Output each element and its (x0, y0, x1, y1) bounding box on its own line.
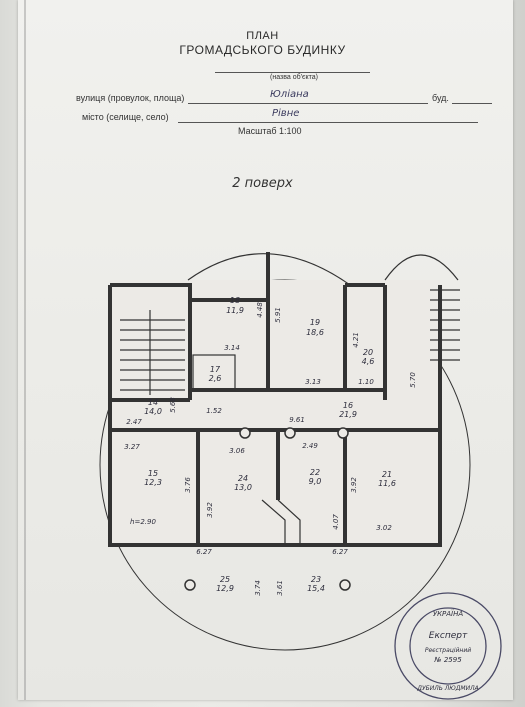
dim: 3.92 (206, 502, 214, 518)
dim: 3.06 (229, 447, 245, 455)
object-name-line (215, 72, 370, 73)
dim: 3.27 (124, 443, 140, 451)
dim: 3.92 (350, 477, 358, 493)
room-17-number: 17 (210, 365, 221, 374)
room-15-area: 12,3 (144, 478, 162, 487)
room-15-number: 15 (148, 469, 158, 478)
room-16-area: 21,9 (339, 410, 357, 419)
wall-left-top (110, 283, 192, 400)
room-23-area: 15,4 (307, 584, 325, 593)
dim: 4.07 (332, 514, 340, 530)
scale-label: Масштаб 1:100 (238, 126, 302, 136)
dim: 4.21 (352, 332, 360, 348)
dim: 5.70 (409, 372, 417, 388)
column (184, 579, 196, 591)
dim: 9.61 (289, 416, 305, 424)
dim: 3.02 (376, 524, 392, 532)
ramp-line (277, 499, 301, 545)
dim: 2.49 (302, 442, 318, 450)
dim: 3.14 (224, 344, 240, 352)
room-18-area: 11,9 (226, 306, 244, 315)
stamp-ring-text: УКРАЇНА (433, 609, 464, 618)
dim: 1.10 (358, 378, 374, 386)
dim: 3.61 (276, 580, 284, 596)
expert-stamp: УКРАЇНА Експерт Реєстраційний № 2595 ДУБ… (392, 590, 504, 702)
building-line (452, 103, 492, 104)
room-16-number: 16 (343, 401, 353, 410)
room-25-area: 12,9 (216, 584, 234, 593)
room-24-area: 13,0 (234, 483, 252, 492)
room-19-area: 18,6 (306, 328, 324, 337)
dim: 3.13 (305, 378, 321, 386)
city-value: Рівне (272, 108, 300, 119)
object-name-note: (назва об'єкта) (270, 74, 319, 81)
wall-outer (108, 285, 442, 547)
title-line2: ГРОМАДСЬКОГО БУДИНКУ (179, 43, 346, 57)
dim: 3.74 (254, 580, 262, 596)
dim: 3.76 (184, 477, 192, 493)
room-20-area: 4,6 (362, 357, 375, 366)
stamp-role: Експерт (429, 631, 468, 641)
title-line1: ПЛАН (246, 30, 279, 42)
city-label: місто (селище, село) (82, 112, 169, 122)
dim: 2.47 (126, 418, 142, 426)
room-22-area: 9,0 (309, 477, 322, 486)
room-21-area: 11,6 (378, 479, 396, 488)
room-14-number: 14 (148, 398, 158, 407)
room-22-number: 22 (310, 468, 320, 477)
dim: 5.91 (274, 307, 282, 323)
street-value: Юліана (270, 89, 309, 100)
dim: h=2.90 (130, 518, 156, 526)
city-line (178, 122, 478, 123)
top-arc-wall (187, 253, 351, 286)
dim: 5.68 (169, 397, 177, 413)
stairs-left (120, 310, 185, 395)
room-17-box (192, 354, 236, 391)
columns (184, 427, 351, 591)
column (239, 427, 251, 439)
room-21-number: 21 (382, 470, 392, 479)
street-line (188, 103, 428, 104)
room-24-number: 24 (238, 474, 248, 483)
street-label: вулиця (провулок, площа) (76, 93, 185, 103)
stamp-reg-label: Реєстраційний (425, 647, 471, 654)
room-25-number: 25 (220, 575, 230, 584)
stamp-reg-no: № 2595 (433, 656, 462, 664)
dim: 6.27 (332, 548, 348, 556)
dim: 1.52 (206, 407, 222, 415)
room-14-area: 14,0 (144, 407, 162, 416)
stamp-name: ДУБИЛЬ ЛЮДМИЛА (416, 685, 478, 692)
room-18-number: 18 (230, 296, 240, 305)
room-20-number: 20 (363, 348, 373, 357)
column (337, 427, 349, 439)
building-label: буд. (432, 93, 449, 103)
room-17-area: 2,6 (209, 374, 222, 383)
column (284, 427, 296, 439)
dim: 4.48 (256, 302, 264, 318)
floor-title: 2 поверх (232, 176, 293, 191)
dim: 6.27 (196, 548, 212, 556)
sleeve-edge (24, 0, 26, 700)
room-19-number: 19 (310, 318, 320, 327)
stairs-right (384, 254, 460, 361)
column (339, 579, 351, 591)
room-23-number: 23 (311, 575, 321, 584)
